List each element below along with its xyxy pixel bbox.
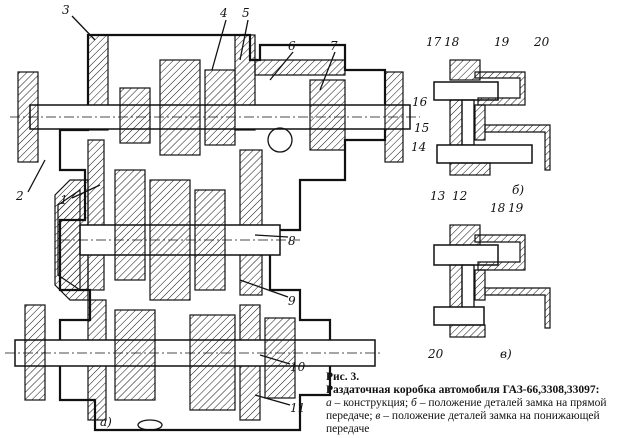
callout-1: 1 bbox=[60, 193, 68, 207]
caption-v-text: – положение деталей замка на понижающей … bbox=[326, 410, 600, 435]
callout-19: 19 bbox=[494, 35, 510, 49]
callout-12: 12 bbox=[452, 189, 467, 203]
main-section-view: 3 4 5 6 7 2 1 8 9 10 11 а) bbox=[5, 3, 420, 432]
callout-2: 2 bbox=[15, 189, 24, 203]
callout-18: 18 bbox=[444, 35, 460, 49]
callout-9: 9 bbox=[288, 294, 296, 308]
caption-body: а – конструкция; б – положение деталей з… bbox=[326, 397, 638, 436]
callout-19-v: 19 bbox=[508, 201, 524, 215]
callout-10: 10 bbox=[290, 360, 306, 374]
callout-5: 5 bbox=[242, 6, 250, 20]
callout-3: 3 bbox=[62, 3, 70, 17]
detail-view-b: 17 18 19 20 16 15 14 13 12 б) bbox=[411, 35, 551, 203]
callout-8: 8 bbox=[288, 234, 296, 248]
callout-17: 17 bbox=[426, 35, 442, 49]
caption-b-text: – положение деталей замка на прямой пере… bbox=[326, 397, 607, 422]
callout-16: 16 bbox=[412, 95, 428, 109]
callout-14: 14 bbox=[411, 140, 426, 154]
callout-18-v: 18 bbox=[490, 201, 506, 215]
caption-b: б bbox=[411, 397, 417, 409]
callout-6: 6 bbox=[288, 39, 296, 53]
callout-13: 13 bbox=[430, 189, 446, 203]
figure-caption: Рис. 3. Раздаточная коробка автомобиля Г… bbox=[326, 371, 638, 436]
caption-title: Раздаточная коробка автомобиля ГАЗ-66,33… bbox=[326, 384, 600, 396]
callout-4: 4 bbox=[219, 6, 228, 20]
caption-number: Рис. 3. bbox=[326, 371, 360, 383]
callout-20-v: 20 bbox=[427, 347, 444, 361]
view-label-a: а) bbox=[100, 415, 112, 429]
callout-7: 7 bbox=[330, 39, 338, 53]
view-label-v: в) bbox=[500, 347, 512, 361]
callout-20: 20 bbox=[533, 35, 550, 49]
caption-a: а bbox=[326, 397, 332, 409]
caption-v: в bbox=[375, 410, 381, 422]
caption-a-text: – конструкция; bbox=[331, 397, 412, 409]
view-label-b: б) bbox=[512, 183, 524, 197]
callout-11: 11 bbox=[290, 401, 305, 415]
detail-view-v: 18 19 20 в) bbox=[427, 201, 551, 361]
callout-15: 15 bbox=[414, 121, 429, 135]
